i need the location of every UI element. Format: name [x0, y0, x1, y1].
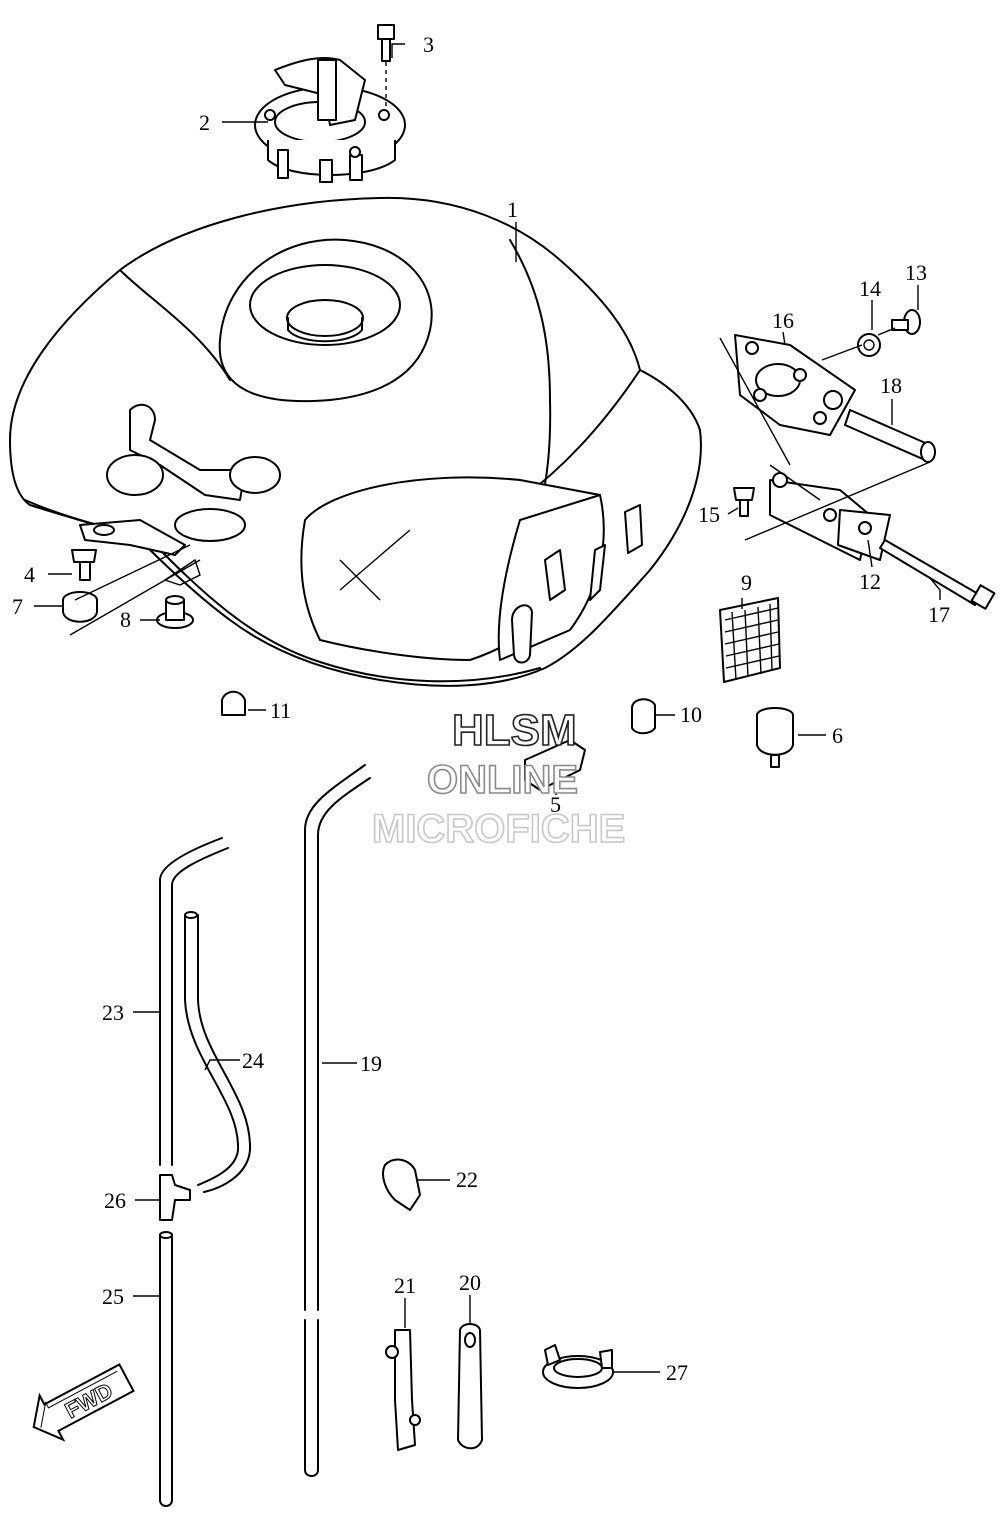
plate-16[interactable]	[734, 334, 856, 436]
collar-18[interactable]	[844, 409, 936, 463]
reflector-9[interactable]	[719, 597, 781, 683]
damper-6[interactable]	[756, 707, 794, 768]
arrow-icon	[32, 1363, 135, 1442]
callout-16: 16	[772, 308, 794, 333]
callout-7: 7	[12, 594, 23, 619]
callout-14: 14	[859, 276, 881, 301]
bolt-17[interactable]	[879, 539, 996, 610]
callout-3: 3	[423, 32, 434, 57]
callout-23: 23	[102, 1000, 124, 1025]
callout-12: 12	[859, 569, 881, 594]
watermark-line-2: ONLINE	[427, 758, 578, 802]
callout-10: 10	[680, 702, 702, 727]
watermark-line-1: HLSM	[452, 706, 577, 755]
hose-23[interactable]	[159, 837, 229, 1166]
callout-8: 8	[120, 607, 131, 632]
bolt-4[interactable]	[71, 549, 97, 581]
fwd-arrow-badge: FWD	[32, 1363, 135, 1442]
callout-24: 24	[242, 1048, 264, 1073]
callout-13: 13	[905, 260, 927, 285]
hose-19[interactable]	[304, 764, 371, 1477]
hose-25[interactable]	[159, 1231, 173, 1507]
hose-24[interactable]	[184, 911, 252, 1193]
nut-14[interactable]	[857, 333, 881, 357]
watermark-line-3: MICROFICHE	[372, 807, 625, 851]
callout-labels: 1 2 3 4 5 6 7 8 9 10 11 12 13 14 15 16 1…	[12, 32, 950, 1385]
callout-4: 4	[24, 562, 35, 587]
callout-25: 25	[102, 1284, 124, 1309]
callout-18: 18	[880, 373, 902, 398]
callout-11: 11	[270, 698, 291, 723]
callout-15: 15	[698, 502, 720, 527]
callout-27: 27	[666, 1360, 688, 1385]
leader-lines	[34, 43, 941, 1373]
watermark: HLSM ONLINE MICROFICHE	[371, 705, 626, 852]
joint-26[interactable]	[159, 1174, 191, 1221]
bolt-13[interactable]	[891, 309, 921, 335]
callout-22: 22	[456, 1167, 478, 1192]
cap-10[interactable]	[631, 698, 656, 735]
callout-6: 6	[832, 723, 843, 748]
callout-1: 1	[507, 197, 518, 222]
fuel-tank[interactable]	[9, 196, 702, 687]
clamp-27[interactable]	[542, 1344, 614, 1389]
callout-26: 26	[104, 1188, 126, 1213]
callout-17: 17	[928, 602, 950, 627]
fuel-cap[interactable]	[254, 57, 406, 183]
clamp-21[interactable]	[385, 1329, 421, 1451]
callout-5: 5	[550, 792, 561, 817]
cushion-8[interactable]	[156, 595, 194, 629]
callout-9: 9	[741, 570, 752, 595]
clamp-20[interactable]	[457, 1323, 483, 1450]
cap-11[interactable]	[221, 690, 246, 716]
callout-19: 19	[360, 1051, 382, 1076]
clamp-22[interactable]	[382, 1158, 421, 1211]
bracket-12[interactable]	[769, 472, 891, 561]
callout-2: 2	[199, 110, 210, 135]
callout-21: 21	[394, 1273, 416, 1298]
callout-20: 20	[459, 1270, 481, 1295]
clip-5[interactable]	[524, 739, 586, 791]
cap-bolt[interactable]	[377, 24, 395, 110]
bolt-15[interactable]	[733, 487, 755, 517]
cushion-7[interactable]	[62, 591, 98, 623]
